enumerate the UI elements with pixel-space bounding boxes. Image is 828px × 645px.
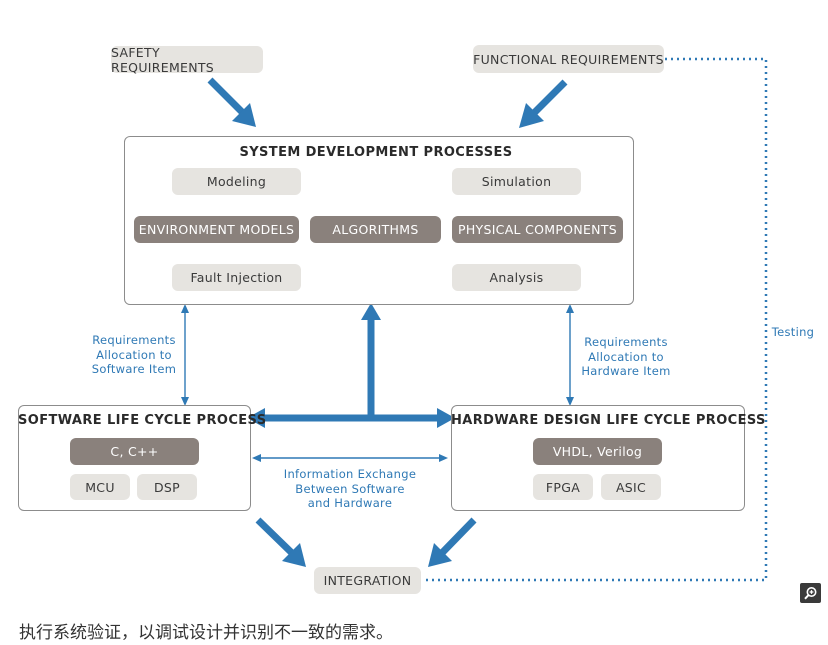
- figure-caption: 执行系统验证，以调试设计并识别不一致的需求。: [19, 623, 393, 643]
- analysis-node: Analysis: [452, 264, 581, 291]
- safety-to-system-arrow: [207, 77, 256, 127]
- fault-injection-node: Fault Injection: [172, 264, 301, 291]
- functional-to-system-arrow: [519, 79, 568, 128]
- software-life-cycle-title: SOFTWARE LIFE CYCLE PROCESS: [18, 413, 267, 428]
- req-sw-note: Requirements Allocation to Software Item: [84, 333, 184, 377]
- magnifier-glyph: [804, 586, 817, 599]
- req-sw-note-line1: Requirements: [92, 333, 176, 347]
- system-development-title: SYSTEM DEVELOPMENT PROCESSES: [239, 145, 513, 160]
- central-t-connector: [247, 303, 455, 428]
- req-hw-note-line2: Allocation to: [588, 349, 664, 364]
- info-exchange-line1: Information Exchange: [283, 467, 417, 481]
- req-sw-double-arrow: [181, 304, 189, 406]
- info-exchange-line3: and Hardware: [307, 496, 393, 510]
- functional-requirements-node: FUNCTIONAL REQUIREMENTS: [473, 45, 664, 73]
- dsp-node: DSP: [137, 474, 197, 500]
- info-exchange-double-arrow: [252, 454, 448, 462]
- environment-models-node: ENVIRONMENT MODELS: [134, 216, 299, 243]
- modeling-node: Modeling: [172, 168, 301, 195]
- hardware-to-integration-arrow: [428, 517, 477, 567]
- req-hw-note-line3: Hardware Item: [581, 364, 671, 378]
- zoom-in-icon[interactable]: [800, 583, 821, 603]
- safety-requirements-node: SAFETY REQUIREMENTS: [111, 45, 263, 75]
- software-to-integration-arrow: [255, 517, 306, 567]
- mcu-node: MCU: [70, 474, 130, 500]
- req-sw-note-line2: Allocation to: [96, 347, 172, 362]
- testing-label: Testing: [771, 325, 815, 339]
- testing-loop-line: [424, 57, 768, 582]
- req-hw-note: Requirements Allocation to Hardware Item: [576, 335, 676, 379]
- info-exchange-line2: Between Software: [295, 481, 405, 496]
- simulation-node: Simulation: [452, 168, 581, 195]
- hardware-design-title: HARDWARE DESIGN LIFE CYCLE PROCESS: [451, 413, 766, 428]
- integration-node: INTEGRATION: [314, 567, 421, 594]
- req-hw-note-line1: Requirements: [584, 335, 668, 349]
- fpga-node: FPGA: [533, 474, 593, 500]
- req-hw-double-arrow: [566, 304, 574, 406]
- req-sw-note-line3: Software Item: [91, 362, 177, 376]
- asic-node: ASIC: [601, 474, 661, 500]
- algorithms-node: ALGORITHMS: [310, 216, 441, 243]
- info-exchange-note: Information Exchange Between Software an…: [268, 467, 432, 511]
- c-cpp-node: C, C++: [70, 438, 199, 465]
- physical-components-node: PHYSICAL COMPONENTS: [452, 216, 623, 243]
- vhdl-verilog-node: VHDL, Verilog: [533, 438, 662, 465]
